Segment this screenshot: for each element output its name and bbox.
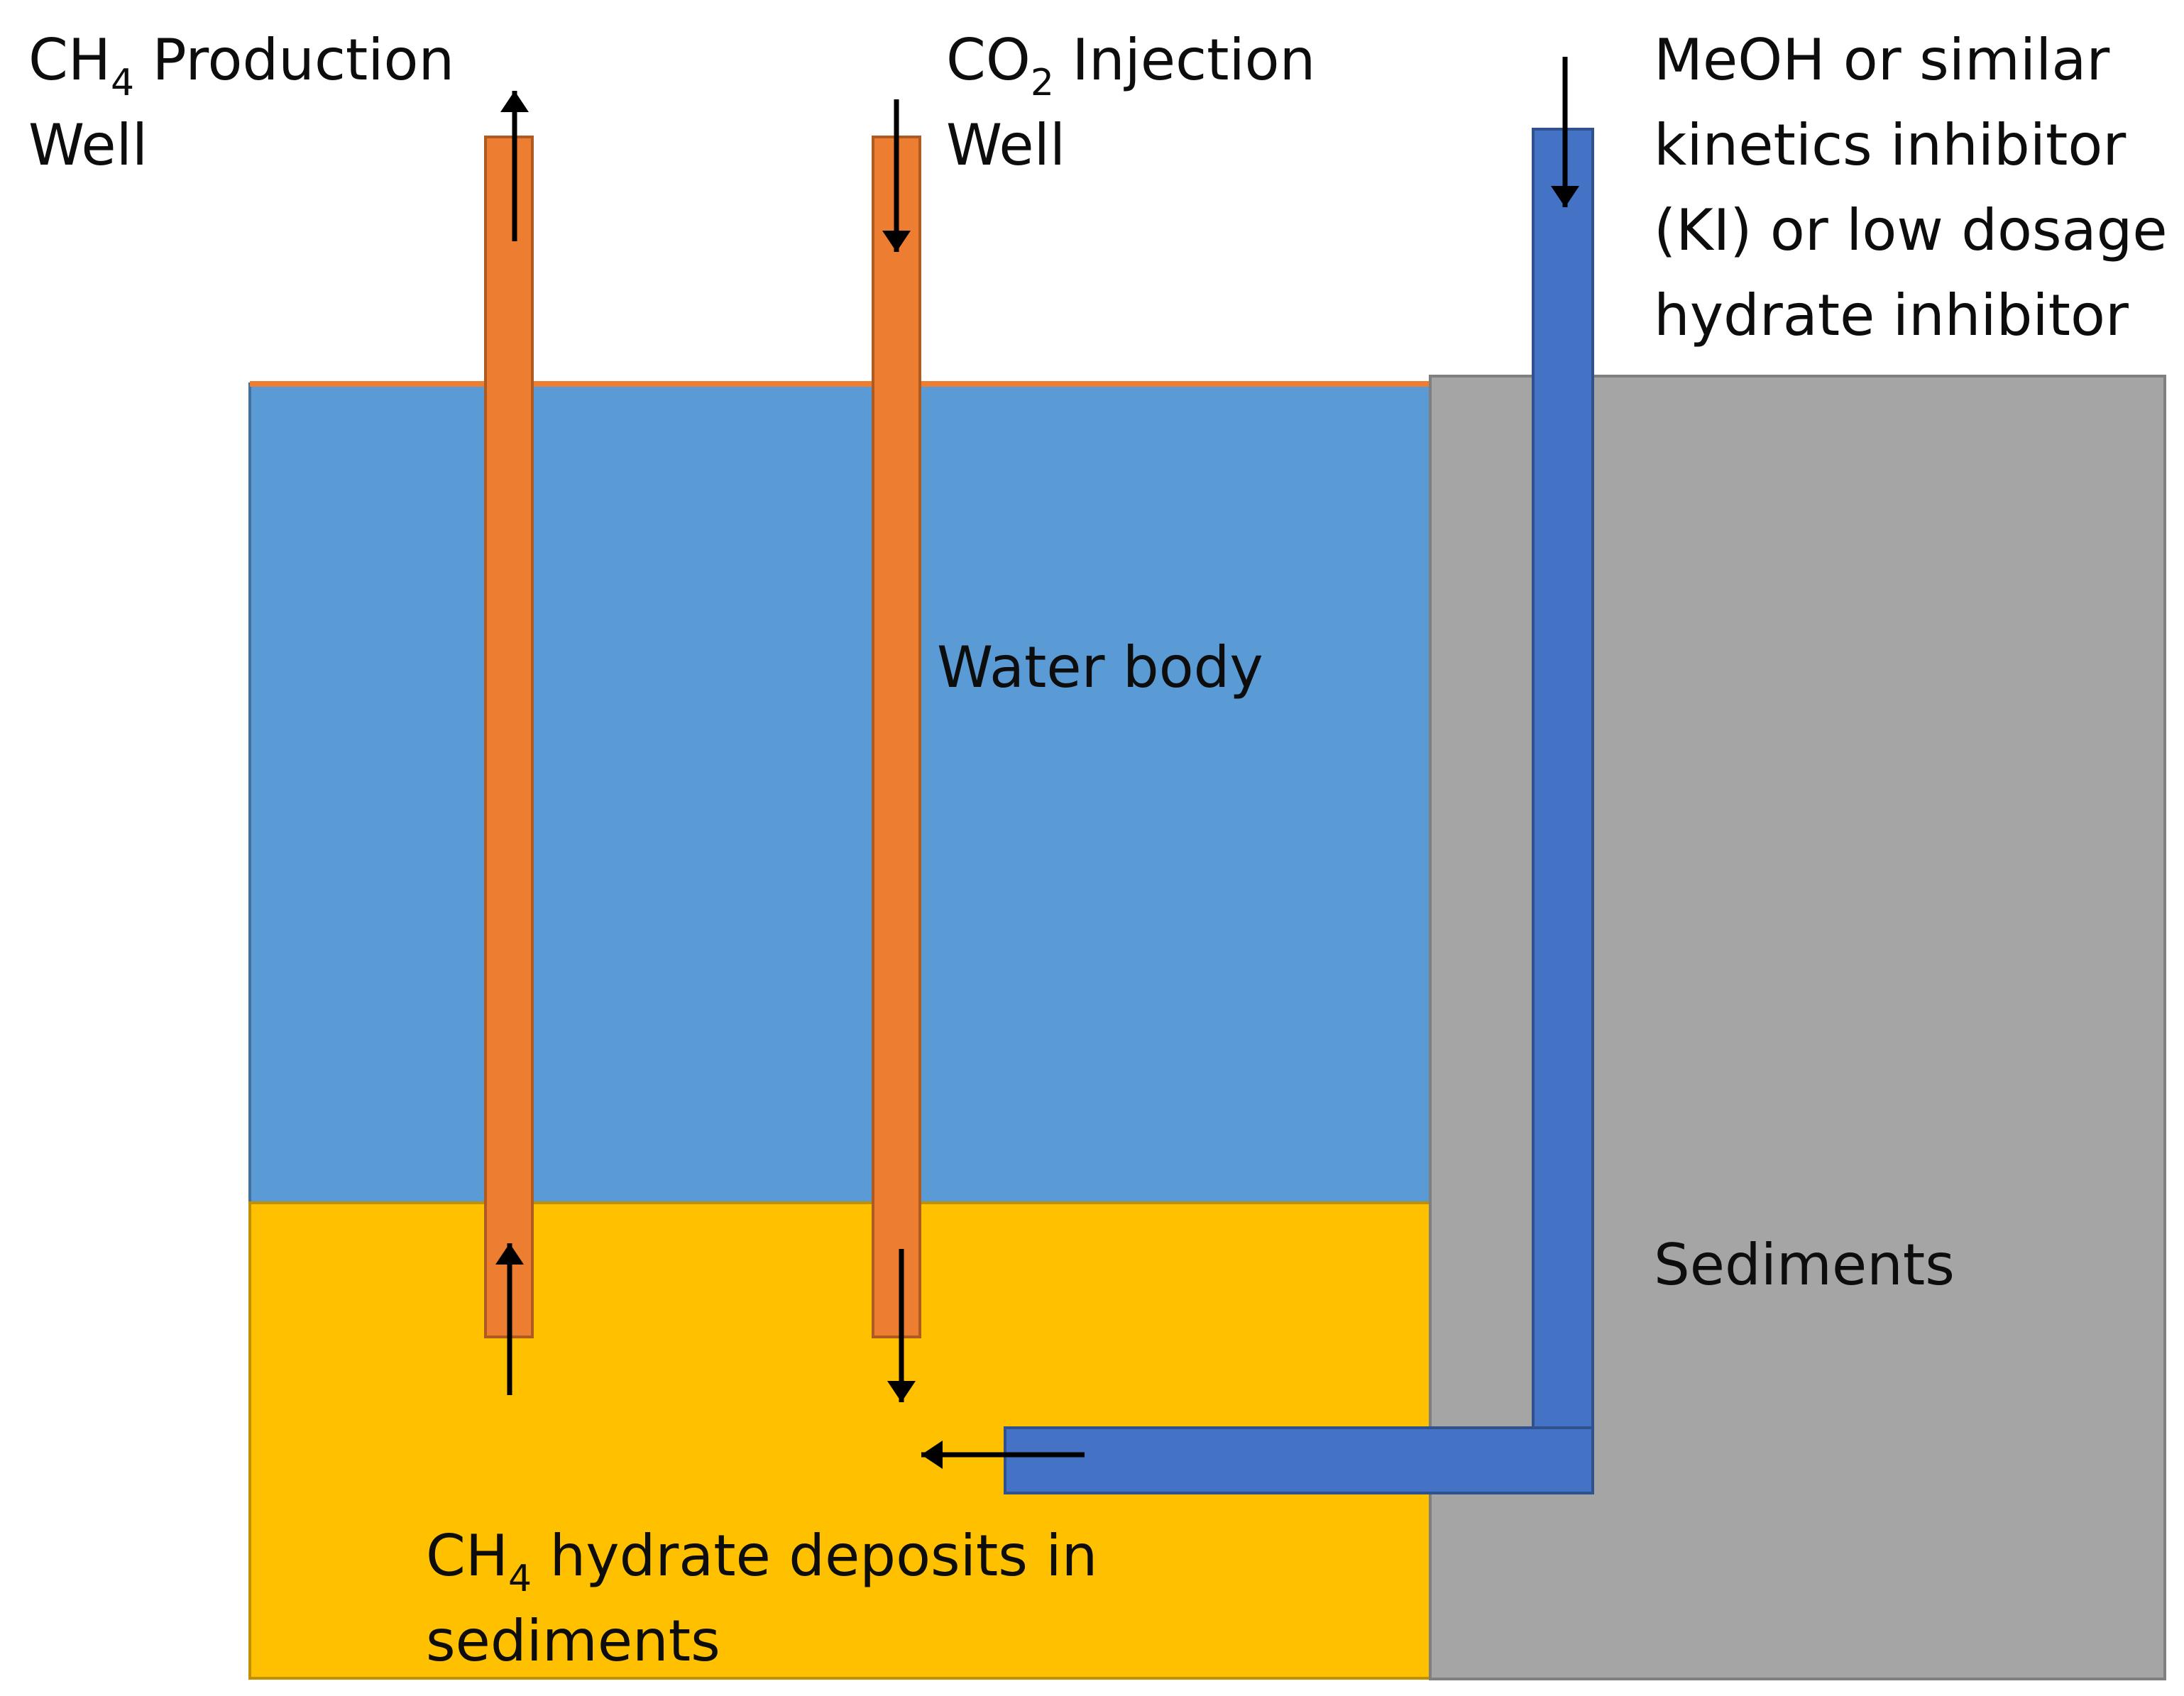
- ch4-production-text: Production: [134, 27, 454, 93]
- inhibitor-label-line3: (KI) or low dosage: [1654, 197, 2168, 263]
- ch4-production-well-label-line2: Well: [28, 112, 148, 178]
- hydrate-deposits-label-line2: sediments: [426, 1608, 720, 1674]
- sediments-label: Sediments: [1654, 1232, 1955, 1298]
- water-body-label: Water body: [937, 634, 1263, 700]
- inhibitor-pipe-vertical: [1532, 128, 1594, 1494]
- inhibitor-label-line1: MeOH or similar: [1654, 27, 2109, 93]
- hydrate-text: hydrate deposits in: [532, 1523, 1097, 1589]
- co2-injection-well-label-line2: Well: [946, 112, 1065, 178]
- water-body-layer: [248, 382, 1432, 1204]
- inhibitor-pipe-horizontal: [1004, 1426, 1594, 1494]
- inhibitor-label-line2: kinetics inhibitor: [1654, 112, 2126, 178]
- co2-injection-well-pipe: [872, 136, 921, 1338]
- inhibitor-label-line4: hydrate inhibitor: [1654, 282, 2129, 348]
- hydrate-ch-prefix: CH: [426, 1523, 508, 1589]
- co2-injection-text: Injection: [1054, 27, 1315, 93]
- ch4-production-well-pipe: [484, 136, 534, 1338]
- hydrate-subscript: 4: [508, 1558, 532, 1600]
- ch4-prefix: CH: [28, 27, 111, 93]
- co2-prefix: CO: [946, 27, 1031, 93]
- co2-injection-well-label: CO2 Injection: [946, 27, 1315, 104]
- co2-subscript: 2: [1031, 62, 1054, 104]
- ch4-subscript: 4: [111, 62, 134, 104]
- ch4-production-well-label: CH4 Production: [28, 27, 454, 104]
- hydrate-deposits-label: CH4 hydrate deposits in: [426, 1523, 1097, 1600]
